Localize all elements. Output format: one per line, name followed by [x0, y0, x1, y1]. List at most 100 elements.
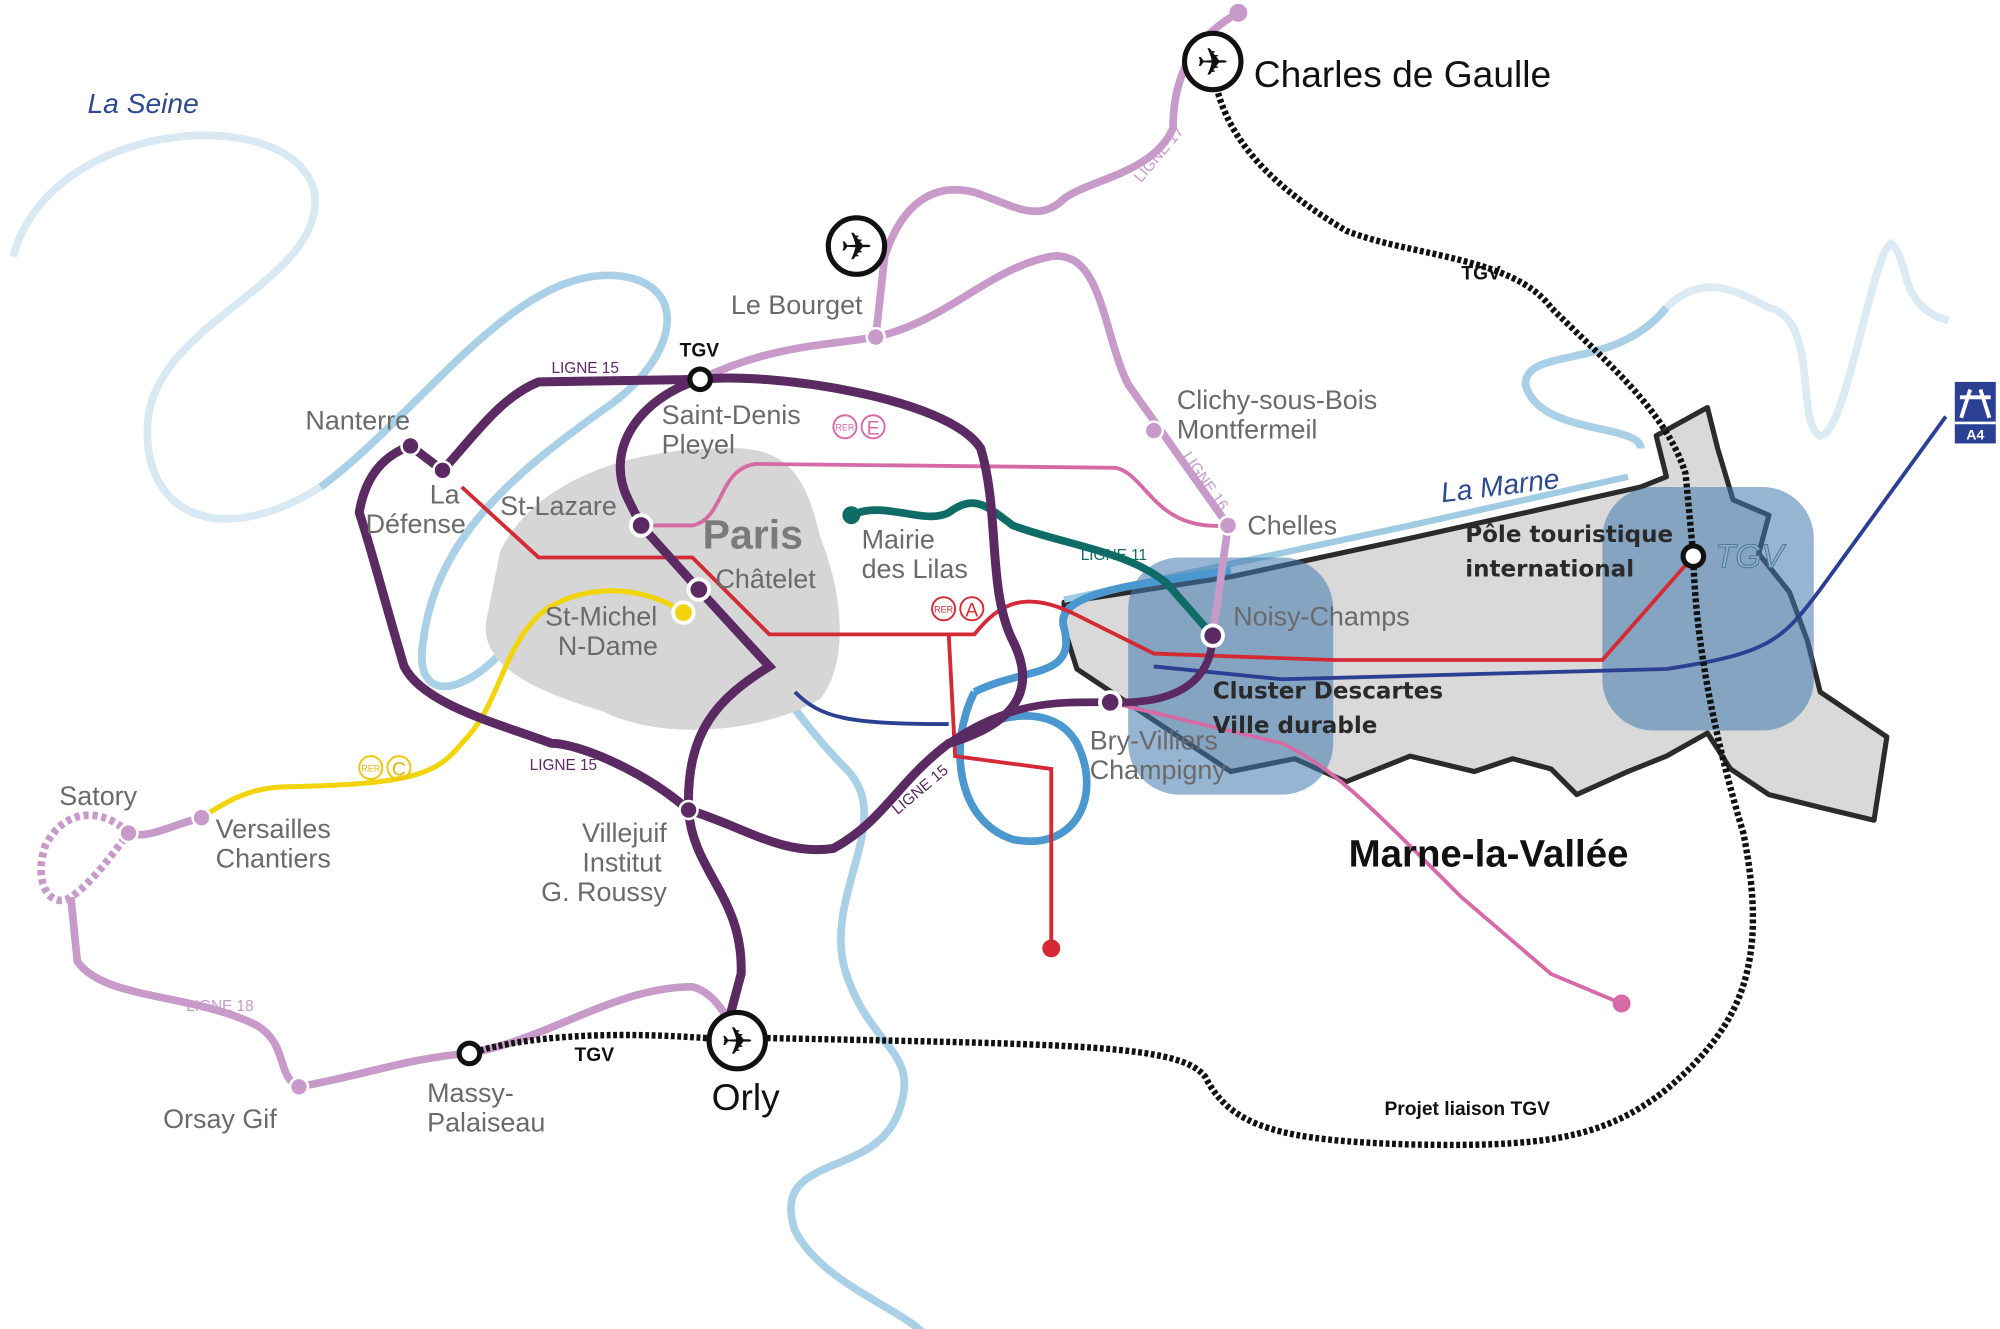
- ligne-15-label-left: LIGNE 15: [530, 757, 597, 774]
- rer-e-line: [641, 462, 1623, 1006]
- rer-a-badge: RER A: [931, 596, 985, 621]
- seine-river: [9, 131, 323, 523]
- cdg-label: Charles de Gaulle: [1254, 53, 1551, 95]
- label-st-michel-1: St-Michel: [545, 601, 657, 631]
- seine-river-main: [318, 271, 925, 1329]
- tgv-projet-label: Projet liaison TGV: [1384, 1099, 1550, 1120]
- label-st-lazare: St-Lazare: [500, 491, 617, 521]
- ligne-15: [354, 373, 1028, 855]
- station-versailles[interactable]: [191, 807, 212, 828]
- rer-a-terminus: [1042, 939, 1061, 958]
- station-bry-villiers[interactable]: [1098, 690, 1123, 715]
- station-massy-tgv[interactable]: [456, 1040, 483, 1067]
- airport-orly-icon[interactable]: ✈: [706, 1009, 769, 1072]
- airport-bourget-icon[interactable]: ✈: [825, 215, 888, 277]
- rer-c-badge: RER C: [358, 755, 412, 780]
- svg-text:✈: ✈: [721, 1021, 753, 1064]
- label-bry-2: Champigny: [1090, 755, 1227, 785]
- label-mairie-1: Mairie: [862, 525, 935, 555]
- svg-text:A: A: [965, 600, 978, 621]
- station-le-bourget[interactable]: [865, 326, 886, 348]
- label-st-michel-2: N-Dame: [558, 631, 658, 661]
- label-clichy-1: Clichy-sous-Bois: [1177, 385, 1377, 415]
- tgv-label-saint-denis: TGV: [680, 340, 720, 361]
- tgv-logo: TGV: [1715, 539, 1786, 576]
- tgv-line: [468, 61, 1757, 1149]
- label-chatelet: Châtelet: [715, 564, 816, 594]
- label-orsay: Orsay Gif: [163, 1104, 277, 1134]
- marne-river: [1521, 305, 1670, 450]
- label-massy-1: Massy-: [427, 1078, 514, 1108]
- label-mairie-2: des Lilas: [862, 554, 968, 584]
- station-clichy[interactable]: [1143, 420, 1165, 441]
- label-villejuif-1: Villejuif: [582, 818, 667, 848]
- station-chelles[interactable]: [1217, 515, 1239, 536]
- label-saint-denis-2: Pleyel: [662, 430, 735, 460]
- orly-label: Orly: [712, 1076, 781, 1118]
- a4-label: A4: [1966, 427, 1984, 443]
- station-la-defense[interactable]: [432, 460, 453, 481]
- seine-label: La Seine: [88, 87, 199, 119]
- label-chelles: Chelles: [1247, 510, 1337, 540]
- station-st-lazare[interactable]: [628, 513, 654, 538]
- ligne-16: [874, 252, 1233, 637]
- svg-text:E: E: [867, 418, 880, 439]
- ligne-15-label-top: LIGNE 15: [551, 360, 618, 377]
- label-clichy-2: Montfermeil: [1177, 414, 1318, 444]
- station-st-michel[interactable]: [671, 600, 696, 625]
- svg-text:C: C: [392, 759, 406, 780]
- label-satory: Satory: [59, 781, 137, 811]
- svg-text:RER: RER: [934, 605, 953, 615]
- label-la-defense-1: La: [430, 480, 460, 510]
- ligne-16-label: LIGNE 16: [1179, 449, 1232, 514]
- station-orsay[interactable]: [288, 1076, 310, 1098]
- paris-area: [485, 447, 840, 730]
- rer-e-terminus: [1612, 994, 1631, 1013]
- station-saint-denis-tgv[interactable]: [687, 366, 713, 393]
- ligne-18-label: LIGNE 18: [186, 998, 253, 1015]
- ligne-15-inner: [615, 375, 777, 1014]
- rer-a-line: [460, 485, 1695, 949]
- cluster-label-1: Cluster Descartes: [1213, 678, 1443, 704]
- label-versailles-2: Chantiers: [216, 844, 331, 874]
- a4-motorway-sign: A4: [1954, 381, 1996, 444]
- label-nanterre: Nanterre: [305, 405, 410, 435]
- rer-e-badge: RER E: [832, 414, 886, 439]
- marne-upstream: [1663, 238, 1950, 440]
- svg-text:✈: ✈: [1197, 42, 1229, 85]
- tgv-label-massy: TGV: [575, 1045, 615, 1066]
- label-saint-denis-1: Saint-Denis: [662, 400, 801, 430]
- station-chatelet[interactable]: [686, 577, 712, 602]
- airport-cdg-icon[interactable]: ✈: [1181, 30, 1244, 93]
- label-villejuif-3: G. Roussy: [541, 877, 667, 907]
- ligne-11-label: LIGNE 11: [1081, 547, 1147, 564]
- ligne-17-label: LIGNE 17: [1131, 123, 1187, 186]
- station-satory[interactable]: [118, 822, 139, 844]
- label-versailles-1: Versailles: [216, 814, 331, 844]
- ligne-11-terminus: [842, 506, 861, 525]
- pole-label-1: Pôle touristique: [1465, 522, 1673, 548]
- tgv-label-top: TGV: [1461, 263, 1501, 284]
- station-noisy-champs[interactable]: [1200, 623, 1225, 648]
- ligne-17-terminus: [1229, 3, 1248, 22]
- ligne-18-satory-loop: [37, 811, 132, 905]
- label-le-bourget: Le Bourget: [731, 290, 863, 320]
- svg-text:RER: RER: [835, 423, 854, 433]
- station-pole-tgv[interactable]: [1680, 543, 1707, 570]
- label-noisy: Noisy-Champs: [1233, 601, 1409, 631]
- a4-motorway: [793, 415, 1948, 727]
- station-nanterre[interactable]: [400, 435, 421, 457]
- station-villejuif[interactable]: [678, 799, 699, 821]
- svg-text:✈: ✈: [840, 226, 872, 269]
- pole-label-2: international: [1465, 557, 1634, 583]
- ligne-17: [698, 9, 1241, 383]
- svg-text:RER: RER: [361, 764, 380, 774]
- stations: [118, 326, 1707, 1098]
- label-la-defense-2: Défense: [366, 509, 466, 539]
- label-massy-2: Palaiseau: [427, 1108, 545, 1138]
- label-bry-1: Bry-Villiers: [1090, 726, 1218, 756]
- rer-c-line: [200, 588, 685, 820]
- paris-label: Paris: [703, 512, 803, 558]
- marne-label: La Marne: [1439, 462, 1561, 508]
